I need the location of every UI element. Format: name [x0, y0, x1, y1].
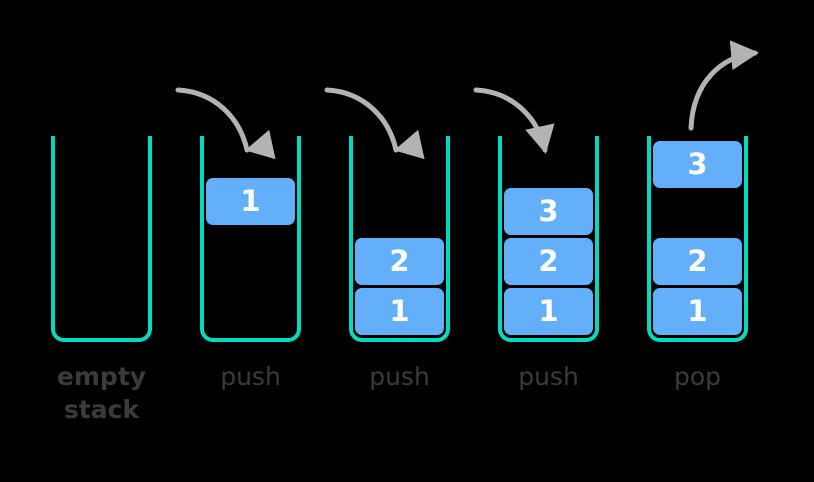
- stack-label-line1: pop: [673, 362, 722, 391]
- stack-label-pop: pop: [623, 360, 772, 393]
- stack-label-push-2: push: [325, 360, 474, 393]
- stack-block-value: 1: [687, 294, 708, 328]
- stack-block-value: 1: [240, 184, 261, 218]
- stack-label-push-3: push: [474, 360, 623, 393]
- stack-label-empty-stack: empty stack: [27, 360, 176, 426]
- stack-block: 2: [653, 238, 742, 285]
- stack-block-value: 2: [687, 244, 708, 278]
- stack-container: [647, 136, 748, 342]
- stack-container: [200, 136, 301, 342]
- stack-label-line1: push: [220, 362, 281, 391]
- stack-block-value: 2: [389, 244, 410, 278]
- stack-column-push-3: 3 2 1 push: [474, 0, 623, 482]
- stack-column-pop: 3 2 1 pop: [623, 0, 772, 482]
- stack-container: [498, 136, 599, 342]
- stack-label-line1: empty: [56, 362, 147, 391]
- stack-block: 1: [653, 288, 742, 335]
- stack-block-value: 2: [538, 244, 559, 278]
- stack-block: 2: [355, 238, 444, 285]
- stack-block-value: 3: [687, 147, 708, 181]
- stack-label-line2: stack: [63, 395, 140, 424]
- stack-block: 2: [504, 238, 593, 285]
- stack-block-value: 3: [538, 194, 559, 228]
- stack-block: 3: [504, 188, 593, 235]
- stack-column-empty-stack: empty stack: [27, 0, 176, 482]
- stack-label-push-1: push: [176, 360, 325, 393]
- stack-block: 1: [355, 288, 444, 335]
- stack-label-line1: push: [518, 362, 579, 391]
- stack-container: [51, 136, 152, 342]
- stack-block-value: 1: [389, 294, 410, 328]
- stack-column-push-1: 1 push: [176, 0, 325, 482]
- stack-label-line1: push: [369, 362, 430, 391]
- stack-block: 1: [206, 178, 295, 225]
- stack-column-push-2: 2 1 push: [325, 0, 474, 482]
- stack-block-popped: 3: [653, 141, 742, 188]
- stack-block-value: 1: [538, 294, 559, 328]
- stack-block: 1: [504, 288, 593, 335]
- stack-container: [349, 136, 450, 342]
